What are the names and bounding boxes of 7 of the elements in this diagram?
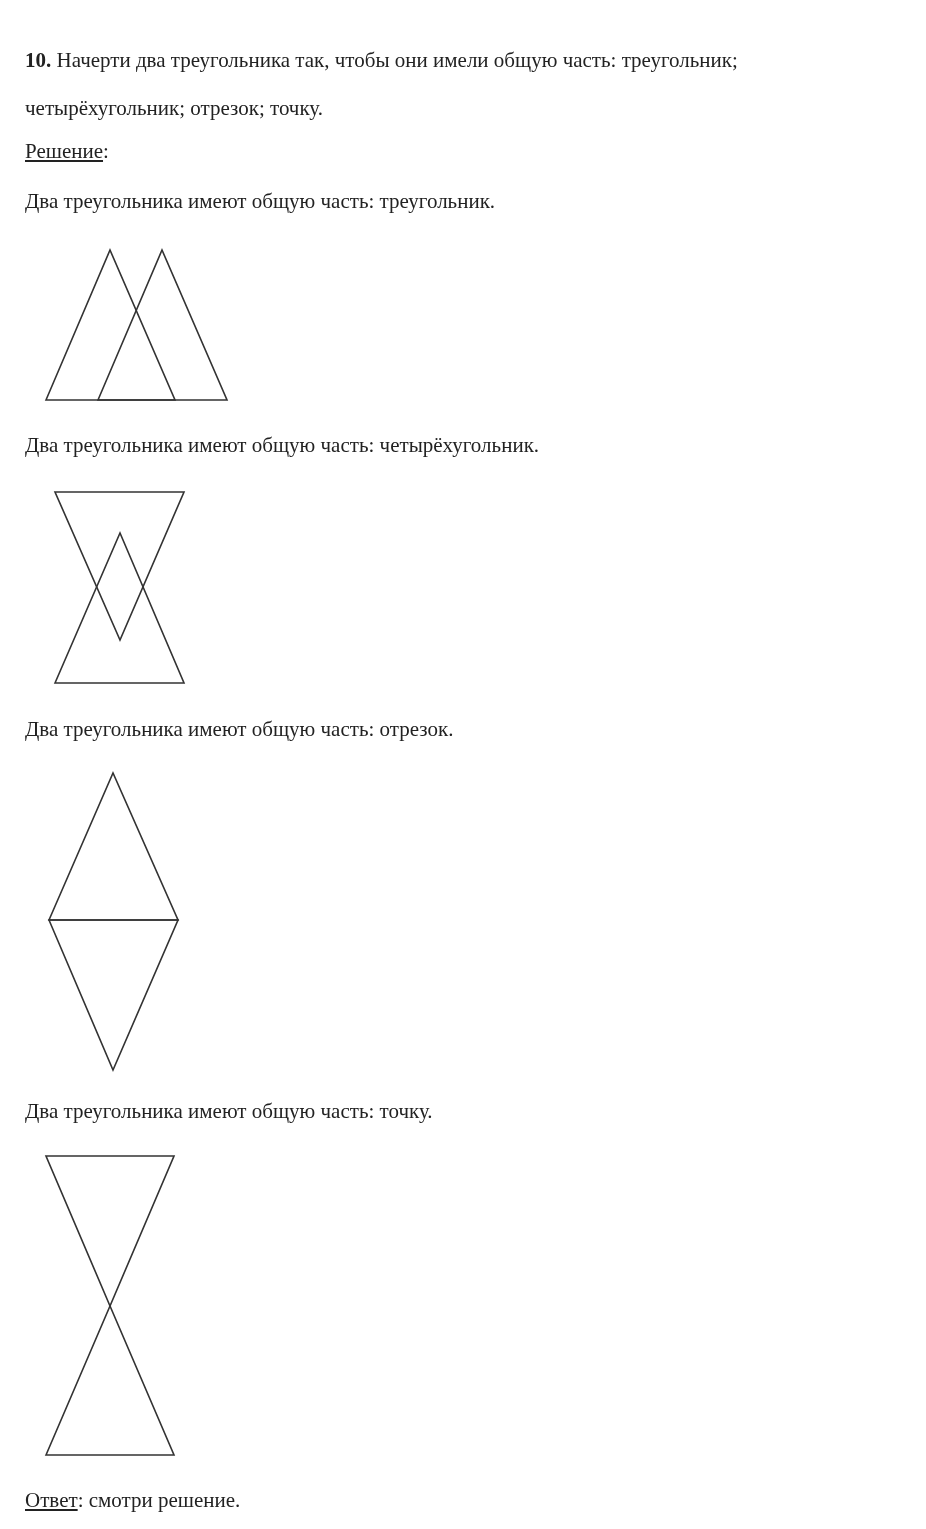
caption: Два треугольника имеют общую часть: четырёхугольник.: [25, 432, 540, 459]
caption: Два треугольника имеют общую часть: отрезок.: [25, 716, 454, 743]
caption: Два треугольника имеют общую часть: точку.: [25, 1098, 433, 1125]
answer-text: Ответ: смотри решение.: [25, 1487, 241, 1514]
section-heading: Решение:: [25, 138, 109, 165]
caption: Два треугольника имеют общую часть: треугольник.: [25, 188, 496, 215]
problem-text: 10. Начерти два треугольника так, чтобы они имели общую часть: треугольник; четырёхугольник; отрезок; точку.: [25, 47, 739, 122]
